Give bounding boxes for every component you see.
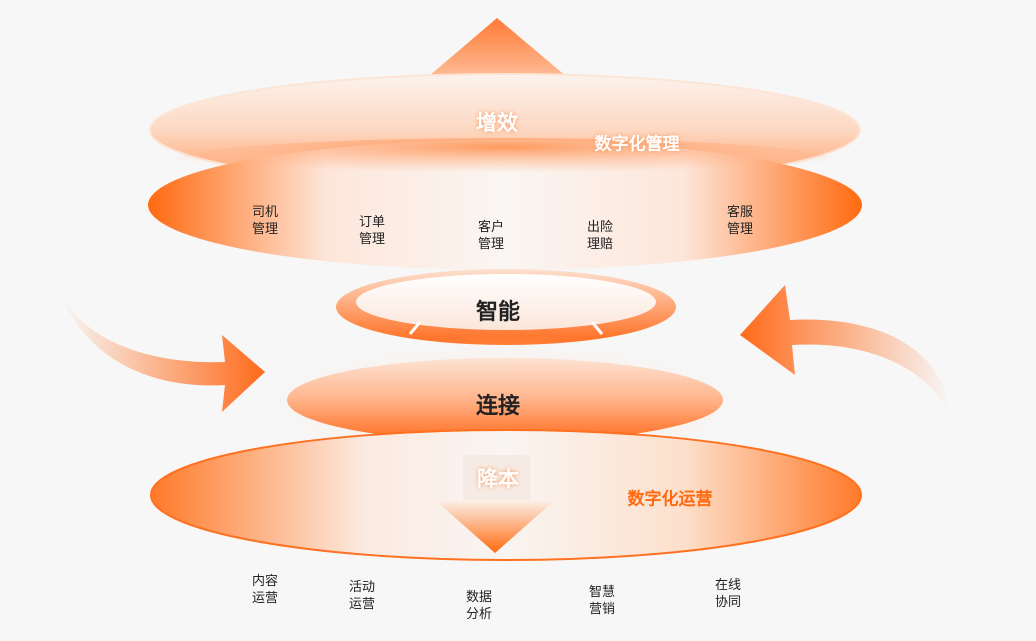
top-ellipse-cap	[175, 138, 835, 182]
down-arrow-icon	[435, 455, 555, 553]
curved-arrow-right-icon	[740, 285, 950, 415]
connect-ellipse	[287, 358, 723, 442]
curved-arrow-left-icon	[60, 290, 265, 412]
bottom-item: 数据分析	[465, 590, 492, 622]
cost-reduction-label: 降本	[477, 467, 519, 491]
connect-label: 连接	[475, 394, 521, 419]
efficiency-label: 增效	[476, 111, 518, 135]
bottom-item: 内容运营	[251, 574, 278, 606]
top-item: 订单管理	[358, 215, 385, 247]
top-item: 客户管理	[477, 220, 504, 252]
smart-ring	[336, 269, 676, 345]
bottom-item: 智慧营销	[588, 585, 615, 617]
smart-label: 智能	[475, 300, 521, 325]
bottom-item: 在线协同	[714, 578, 741, 610]
top-item: 出险理赔	[586, 220, 613, 252]
top-item: 客服管理	[726, 205, 753, 237]
bottom-item: 活动运营	[348, 580, 375, 612]
digital-management-title: 数字化管理	[594, 134, 680, 155]
digital-operation-title: 数字化运营	[627, 489, 713, 510]
top-item: 司机管理	[251, 205, 278, 237]
